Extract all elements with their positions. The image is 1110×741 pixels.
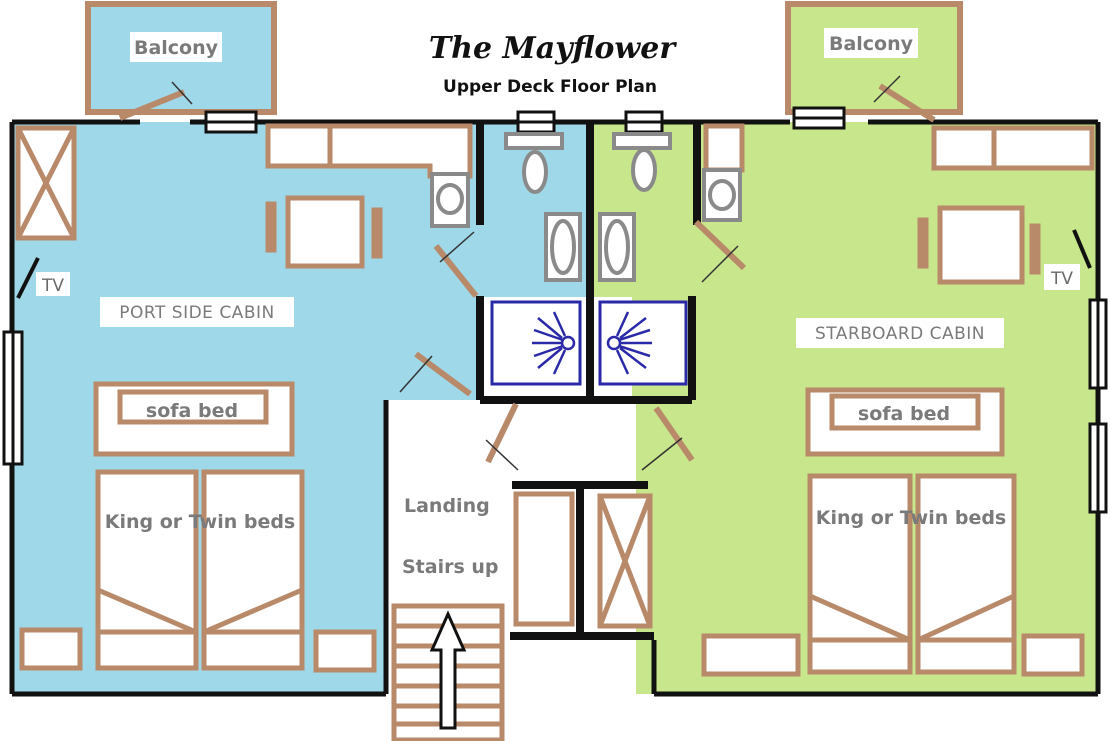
starboard-tv-icon [1072,229,1092,269]
port-cabin-label-bg [100,297,294,327]
port-sofa-label: sofa bed [146,400,238,422]
port-tv-label-bg [36,272,70,296]
landing-furniture [513,491,653,629]
side-windows [2,298,1108,514]
starboard-nightstand-left [701,633,801,677]
port-toilet-bowl [522,150,548,194]
shower-head-icon-2 [606,311,652,375]
port-beds-label: King or Twin beds [105,511,296,533]
door-ticks [171,75,901,471]
page-subtitle: Upper Deck Floor Plan [443,77,657,97]
starboard-cabin-label: STARBOARD CABIN [815,324,985,344]
starboard-tv-label: TV [1050,269,1073,289]
starboard-bed-left [807,473,913,675]
starboard-balcony-label-bg [824,28,918,58]
port-tv-label: TV [41,276,64,296]
starboard-counter [931,125,1095,171]
stairs-label: Stairs up [402,556,499,578]
port-furniture [15,123,473,673]
port-bed-left [95,469,199,671]
shower-head-icon [532,311,576,375]
starboard-table [937,205,1025,285]
starboard-vanity [703,123,745,173]
port-table [285,195,365,269]
port-balcony-label: Balcony [134,37,219,59]
port-counter [265,123,473,179]
landing-cabinet [513,491,575,627]
port-balcony-label-bg [130,32,222,62]
starboard-balcony-label: Balcony [829,33,914,55]
top-windows [204,106,846,134]
port-bed-right [201,469,305,671]
port-tv-icon [16,257,40,299]
starboard-furniture [701,123,1095,677]
starboard-bed-right [915,473,1017,675]
page-title: The Mayflower [429,31,677,66]
starboard-sofa-label: sofa bed [858,403,950,425]
bath-fixtures [430,132,742,282]
starboard-toilet-tank [612,132,672,150]
port-toilet-tank [504,132,564,150]
doors [118,83,936,464]
starboard-nightstand-right [1021,633,1085,677]
landing-label: Landing [404,495,490,517]
port-nightstand-right [313,629,377,673]
starboard-cabin-label-bg [796,318,1004,348]
starboard-tv-label-bg [1044,264,1080,290]
port-nightstand-left [19,627,83,671]
bath-walls [476,122,701,640]
stairs-up-arrow-icon [429,610,467,730]
starboard-toilet-bowl [631,148,657,192]
port-cabin-label: PORT SIDE CABIN [119,303,274,323]
starboard-beds-label: King or Twin beds [816,507,1007,529]
